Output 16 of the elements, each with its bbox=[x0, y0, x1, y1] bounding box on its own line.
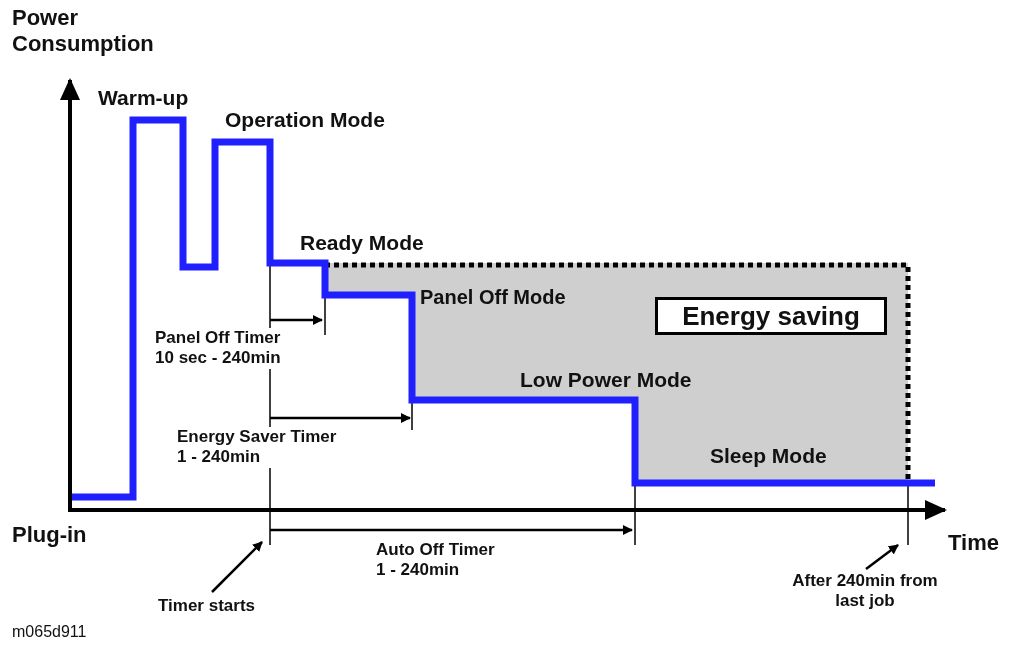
mode-label: Sleep Mode bbox=[710, 443, 827, 469]
mode-label: Warm-up bbox=[98, 85, 189, 111]
leader-arrow bbox=[211, 541, 263, 593]
figure-code: m065d911 bbox=[12, 622, 87, 642]
axis-label: Plug-in bbox=[12, 522, 87, 549]
axis-label: Time bbox=[948, 530, 999, 557]
mode-label: Low Power Mode bbox=[520, 367, 692, 393]
timer-label: Auto Off Timer 1 - 240min bbox=[376, 540, 496, 581]
mode-label: Panel Off Mode bbox=[420, 285, 566, 309]
callout-text: Timer starts bbox=[158, 596, 288, 617]
mode-label: Operation Mode bbox=[225, 107, 385, 133]
leader-arrow bbox=[865, 544, 899, 570]
energy-saving-box: Energy saving bbox=[655, 297, 887, 335]
mode-label: Ready Mode bbox=[300, 230, 424, 256]
callout-text: After 240min from last job bbox=[790, 571, 940, 612]
axis-title: Power Consumption bbox=[12, 5, 155, 58]
